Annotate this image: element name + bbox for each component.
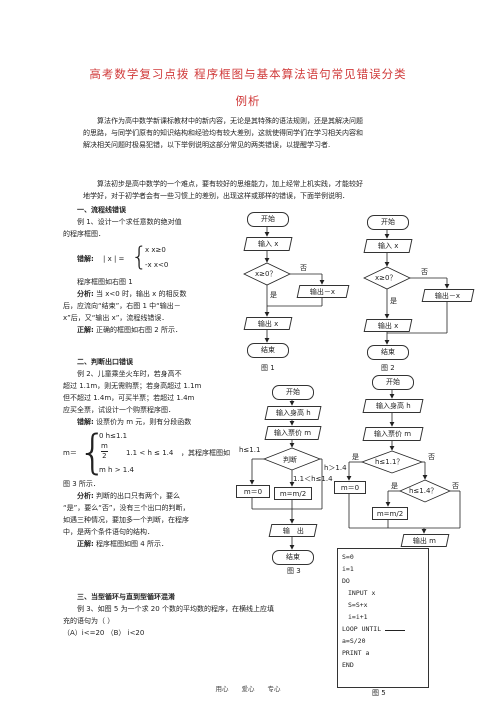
fig1-caption: 图 1 [261,364,275,372]
fig3-start: 开始 [272,385,314,400]
intro-paragraph: 算法作为高中数学新课标教材中的新内容，无论是其特殊的语法规则，还是其解决问题 的… [83,117,363,149]
fig3-output: 输 出 [268,524,318,537]
fig1-no-label: 否 [300,264,307,272]
fig1-condition: x≥0？ [255,270,277,278]
fig4-start: 开始 [372,375,414,390]
fig4-m-half: m=m/2 [372,507,408,520]
fig5-caption: 图 5 [372,689,386,697]
fig4-yes2: 是 [391,482,398,490]
fig4-m-zero: m＝0 [334,481,366,494]
fig3-m-half: m=m/2 [274,487,312,500]
fig3-end: 结束 [272,550,314,565]
fig2-output-neg: 输出－x [421,289,475,302]
fig3-input-price: 输入票价 m [264,426,322,440]
fig1-output-neg: 输出－x [296,285,350,298]
fig1-yes-label: 是 [270,291,277,299]
fig4-cond2: h≤1.4？ [409,487,438,495]
fig5-code-box: S=0 i=1 DO INPUT x S=S+x i=i+1 LOOP UNTI… [337,548,429,688]
fig4-no1: 否 [428,453,435,461]
fig3-input-height: 输入身高 h [264,406,322,420]
page-title-line2: 例析 [235,94,261,108]
fig3-label-le11: h≤1.1 [239,446,261,454]
fig2-yes-label: 是 [390,297,397,305]
fig3-label-mid: 1.1＜h≤1.4 [293,475,333,483]
fig4-cond1: h≤1.1？ [375,458,404,466]
paragraph-2: 算法初步是高中数学的一个难点，要有较好的思维能力，加上经常上机实践，才能较好 地… [83,180,363,200]
section-3: 三、当型循环与直到型循环混淆 例 3、如图 5 为一个求 20 个数的平均数的程… [63,593,274,637]
section-1: 一、流程线错误 例 1、设计一个求任意数的绝对值 的程序框图． 错解: | x … [63,206,187,334]
fig2-caption: 图 2 [381,364,395,372]
fig1-start: 开始 [247,212,289,227]
fig2-start: 开始 [367,215,409,230]
fig4-output: 输出 m [400,534,450,547]
page-title: 高考数学复习点拨 程序框图与基本算法语句常见错误分类 [89,67,407,81]
fig4-input-price: 输入票价 m [362,427,424,441]
fig4-yes1: 是 [352,453,359,461]
fig1-input: 输入 x [243,237,293,251]
fig2-no-label: 否 [421,268,428,276]
fig2-end: 结束 [367,345,409,360]
fig3-judge: 判断 [283,456,297,464]
fig2-condition: x≥0？ [375,274,397,282]
fig3-caption: 图 3 [287,567,301,575]
fig3-label-gt14: h＞1.4 [324,464,347,472]
fig4-input-height: 输入身高 h [362,399,424,413]
fig5-blank [385,630,406,631]
fig3-m-zero: m＝0 [236,485,270,498]
fig2-output-x: 输出 x [363,319,413,332]
fig4-no2: 否 [452,482,459,490]
section-2: 二、判断出口错误 例 2、儿童乘坐火车时，若身高不 超过 1.1m，则无需购票；… [63,358,230,548]
fig1-end: 结束 [247,343,289,358]
fig1-output-x: 输出 x [243,317,293,330]
fig2-input: 输入 x [363,239,413,253]
page-footer: 用心 爱心 专心 [215,685,281,693]
